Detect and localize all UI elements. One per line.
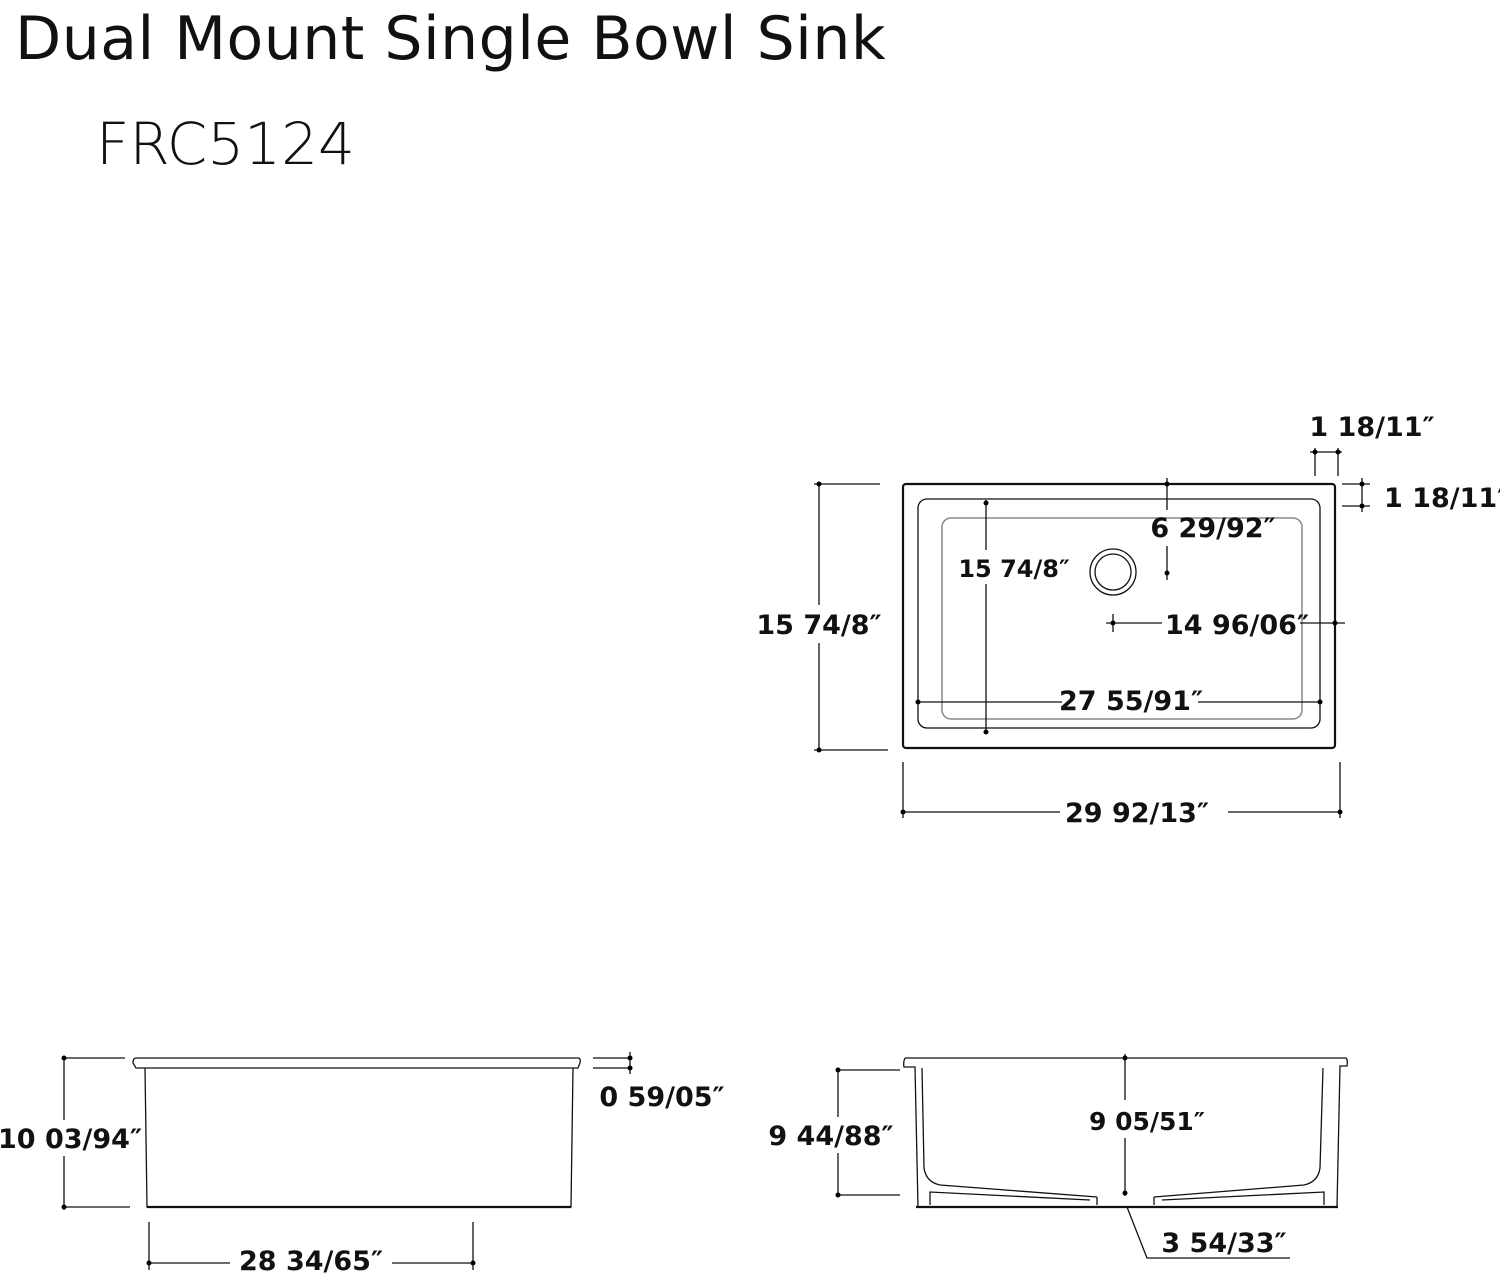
sink-rim-outline [917,498,1321,729]
overall-height-label: 10 03/94″ [0,1124,142,1155]
bowl-depth-label: 15 74/8″ [958,555,1070,583]
base-width-label: 28 34/65″ [239,1246,383,1274]
side-view: 10 03/94″ 0 59/05″ 28 34/65″ [0,1052,725,1274]
drain-from-back-label: 6 29/92″ [1150,513,1275,544]
bowl-width-label: 27 55/91″ [1059,686,1203,717]
front-outline [903,1057,1348,1208]
rim-side-label: 1 18/11″ [1309,412,1434,443]
drain-from-side-label: 14 96/06″ [1165,610,1309,641]
rim-back-label: 1 18/11′ [1384,483,1500,514]
top-view: 15 74/8″ 15 74/8″ 6 29/92″ 14 96/06″ 27 … [752,412,1500,829]
page-title: Dual Mount Single Bowl Sink [15,4,887,74]
front-view: 9 44/88″ 9 05/51″ 3 54/33″ [768,1054,1348,1259]
drain-outer [1089,548,1137,596]
outer-height-label: 9 44/88″ [768,1121,893,1152]
sink-outer-outline [901,482,1337,750]
rim-thickness-label: 0 59/05″ [599,1082,724,1113]
bowl-outline [941,517,1303,720]
drain-width-label: 3 54/33″ [1161,1228,1286,1259]
side-rim [132,1057,581,1069]
drain-inner [1094,553,1132,591]
bowl-height-label: 9 05/51″ [1089,1107,1205,1136]
overall-width-label: 29 92/13″ [1065,798,1209,829]
model-number: FRC5124 [96,110,355,178]
overall-depth-label: 15 74/8″ [756,610,881,641]
